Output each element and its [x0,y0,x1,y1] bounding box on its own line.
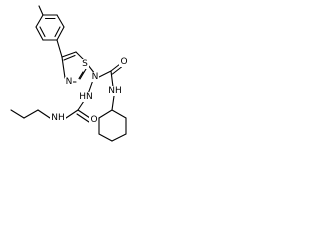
carbonyl-oxygen-2-label: O [89,115,98,125]
svg-text:N: N [92,72,99,82]
carbonyl-oxygen-1-label: O [119,57,128,67]
svg-text:S: S [82,59,88,69]
hydrazine-nitrogen-1-label: N [91,72,99,82]
cyclohexyl-ring [98,95,127,142]
svg-text:HN: HN [79,92,93,102]
svg-text:O: O [90,115,97,125]
thiazole-nitrogen-label: N [65,77,73,87]
tolyl-ring [35,14,65,41]
amide-nitrogen-cyclohexyl-label: NH [107,86,123,96]
methyl-bond [38,5,44,16]
svg-text:NH: NH [51,113,65,123]
structure-diagram: N S N O NH HN O NH [10,5,128,142]
tolyl-thiazole-bond [56,39,63,58]
svg-text:NH: NH [108,86,122,96]
svg-text:N: N [66,77,73,87]
hydrazine-bond [87,79,94,95]
svg-text:O: O [120,57,127,67]
urea-cyclohexyl [98,63,123,88]
urea-propyl [65,100,91,123]
amide-nitrogen-propyl-label: NH [50,113,66,123]
thiazole-sulfur-label: S [80,59,89,69]
propyl-chain [10,109,51,119]
hydrazine-nitrogen-2-label: HN [78,92,94,102]
